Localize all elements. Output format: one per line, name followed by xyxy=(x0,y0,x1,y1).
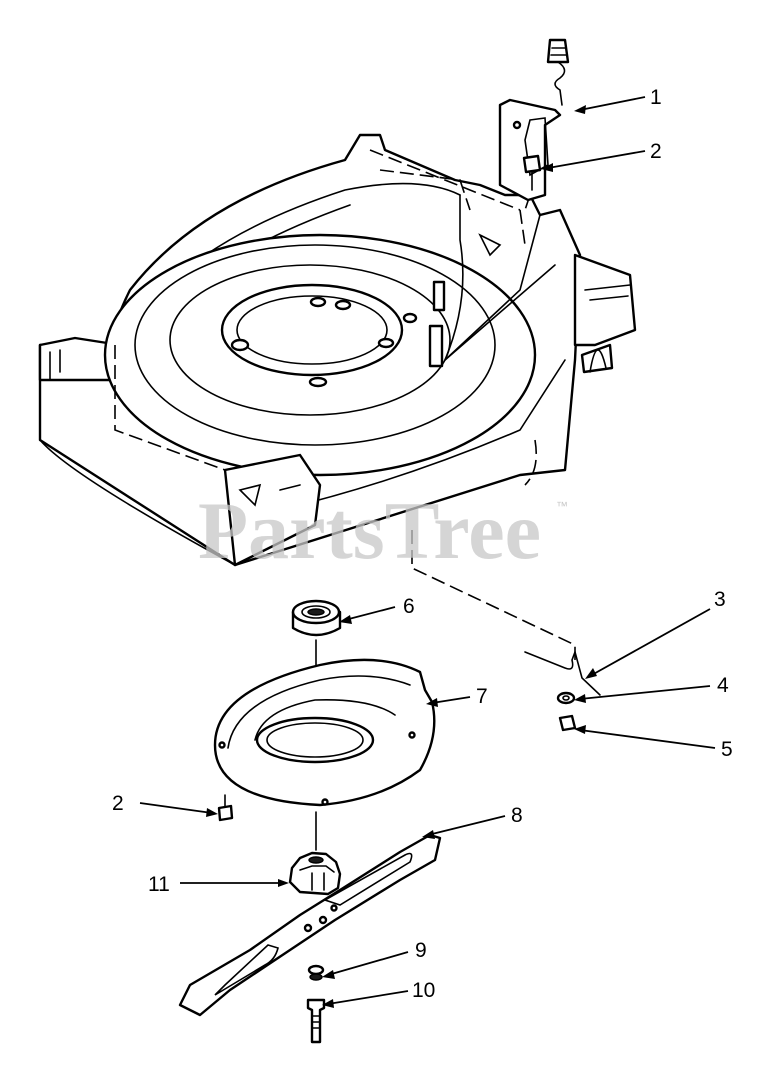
callout-2-left: 2 xyxy=(112,792,124,815)
callout-3: 3 xyxy=(714,588,726,611)
blade-washer xyxy=(307,964,325,981)
callout-labels: 1 2 3 4 5 6 7 2 8 11 9 10 xyxy=(112,86,733,1002)
callout-2-top: 2 xyxy=(650,140,662,163)
callout-1: 1 xyxy=(650,86,662,109)
callout-7: 7 xyxy=(476,685,488,708)
mower-blade xyxy=(178,833,442,1017)
callout-10: 10 xyxy=(412,979,435,1002)
callout-5: 5 xyxy=(721,738,733,761)
watermark: PartsTree ™ xyxy=(198,485,568,576)
watermark-trademark: ™ xyxy=(556,499,568,513)
height-adjust-link xyxy=(524,649,601,696)
link-connection-line xyxy=(411,530,576,660)
callout-4: 4 xyxy=(717,674,729,697)
height-adjust-bracket xyxy=(498,38,570,202)
baffle-plate xyxy=(213,658,436,807)
blade-adapter xyxy=(288,851,342,896)
link-washer xyxy=(556,691,576,705)
blade-bolt xyxy=(306,998,326,1044)
watermark-logo: PartsTree xyxy=(198,485,541,576)
callout-6: 6 xyxy=(403,595,415,618)
callout-leaders xyxy=(139,96,716,1008)
callout-11: 11 xyxy=(148,873,170,896)
screw-left xyxy=(217,794,234,822)
mower-deck xyxy=(38,133,637,567)
bearing xyxy=(291,599,342,637)
callout-9: 9 xyxy=(415,939,427,962)
link-nut xyxy=(558,714,577,732)
callout-8: 8 xyxy=(511,804,523,827)
